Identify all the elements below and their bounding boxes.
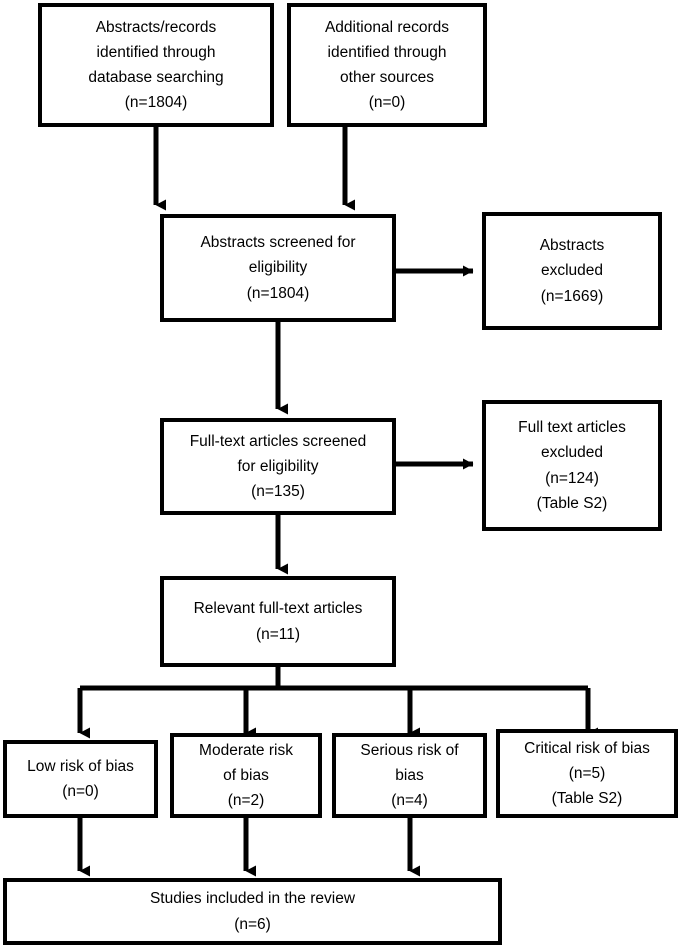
node-line: identified through bbox=[327, 43, 447, 61]
node-line: eligibility bbox=[248, 259, 308, 277]
node-records-identified-other-sources: Additional records identified through ot… bbox=[287, 3, 487, 127]
node-line: Critical risk of bias bbox=[524, 739, 650, 757]
node-line: Full text articles bbox=[518, 419, 626, 437]
node-line: identified through bbox=[96, 43, 216, 61]
node-line: Moderate risk bbox=[199, 741, 293, 759]
node-studies-included-in-review: Studies included in the review (n=6) bbox=[3, 878, 502, 945]
node-abstracts-screened: Abstracts screened for eligibility (n=18… bbox=[160, 214, 396, 322]
node-line: (n=124) bbox=[545, 469, 599, 487]
node-line: Studies included in the review bbox=[149, 890, 356, 908]
node-serious-risk-of-bias: Serious risk of bias (n=4) bbox=[332, 733, 487, 818]
node-abstracts-excluded: Abstracts excluded (n=1669) bbox=[482, 212, 662, 330]
node-line: Additional records bbox=[324, 18, 450, 36]
node-fulltext-articles-excluded: Full text articles excluded (n=124) (Tab… bbox=[482, 400, 662, 531]
node-line: (n=0) bbox=[62, 783, 99, 800]
node-line: (n=1804) bbox=[246, 284, 310, 302]
node-line: Abstracts bbox=[539, 237, 605, 255]
node-line: (Table S2) bbox=[536, 494, 608, 512]
node-line: (n=11) bbox=[255, 625, 301, 643]
node-line: Abstracts/records bbox=[95, 18, 217, 36]
node-line: (n=5) bbox=[568, 764, 606, 782]
node-line: Abstracts screened for bbox=[200, 234, 356, 252]
node-records-identified-database: Abstracts/records identified through dat… bbox=[38, 3, 274, 127]
node-line: other sources bbox=[340, 69, 434, 86]
node-line: (n=6) bbox=[234, 915, 271, 933]
node-line: database searching bbox=[88, 69, 224, 86]
node-line: Relevant full-text articles bbox=[193, 600, 363, 618]
node-line: (Table S2) bbox=[551, 790, 623, 808]
node-line: Low risk of bias bbox=[27, 757, 134, 775]
node-critical-risk-of-bias: Critical risk of bias (n=5) (Table S2) bbox=[496, 729, 678, 818]
node-moderate-risk-of-bias: Moderate risk of bias (n=2) bbox=[170, 733, 322, 818]
node-line: of bias bbox=[223, 766, 269, 784]
node-line: Serious risk of bbox=[360, 741, 459, 759]
node-low-risk-of-bias: Low risk of bias (n=0) bbox=[3, 740, 158, 818]
node-line: (n=135) bbox=[251, 483, 305, 501]
node-line: bias bbox=[395, 766, 424, 784]
node-relevant-fulltext-articles: Relevant full-text articles (n=11) bbox=[160, 576, 396, 667]
node-line: (n=1669) bbox=[540, 287, 604, 305]
node-line: (n=1804) bbox=[124, 94, 188, 112]
node-line: (n=0) bbox=[368, 94, 406, 112]
node-line: (n=2) bbox=[227, 792, 265, 810]
node-fulltext-articles-screened: Full-text articles screened for eligibil… bbox=[160, 418, 396, 515]
node-line: excluded bbox=[540, 444, 604, 462]
node-line: for eligibility bbox=[237, 457, 319, 475]
node-line: Full-text articles screened bbox=[189, 432, 367, 450]
node-line: excluded bbox=[540, 262, 604, 280]
node-line: (n=4) bbox=[391, 792, 428, 810]
